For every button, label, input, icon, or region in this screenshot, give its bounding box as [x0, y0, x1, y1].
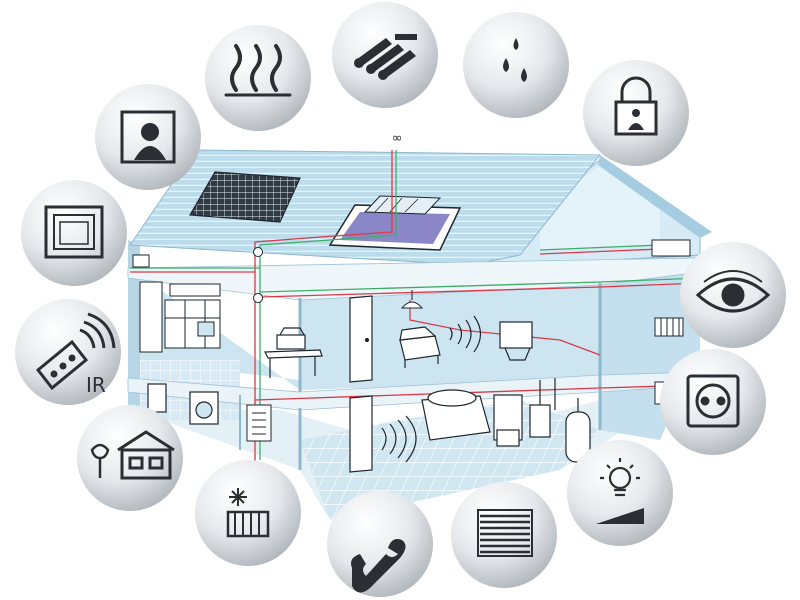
- attic-inner-wall: [540, 165, 660, 250]
- junction-box: [253, 293, 263, 303]
- shutters-bubble[interactable]: [21, 180, 127, 286]
- water-drops-icon: [503, 38, 527, 82]
- roof-window-glass: [340, 212, 450, 244]
- phone-bubble[interactable]: [327, 491, 433, 597]
- wall-keypad: [246, 404, 272, 442]
- surveillance-bubble[interactable]: [680, 242, 786, 348]
- solar-bubble[interactable]: [332, 2, 438, 108]
- telephone-icon: [351, 539, 406, 593]
- kitchen: [139, 281, 221, 353]
- ir-label: IR: [86, 373, 106, 397]
- boiler: [421, 378, 556, 447]
- ground-floor-tiles: [300, 400, 600, 520]
- window-frame-icon: [44, 205, 104, 259]
- solar-panel: [189, 171, 301, 223]
- access-bubble[interactable]: [583, 60, 689, 166]
- heating-bubble[interactable]: [205, 25, 311, 131]
- wall-switch: [132, 254, 150, 268]
- armchair: [399, 326, 441, 368]
- radiator-snowflake-icon: [226, 488, 270, 538]
- roof-collector: [363, 195, 442, 215]
- ir-remote-icon: [35, 312, 116, 391]
- roof-marker: ∞: [392, 131, 403, 146]
- signal-waves: [449, 315, 482, 353]
- person-frame-icon: [120, 110, 176, 164]
- television: [499, 321, 533, 361]
- heat-waves-icon: [224, 44, 292, 97]
- door-lower: [349, 395, 417, 473]
- remote-bubble[interactable]: IR: [15, 299, 121, 405]
- radiator-bubble[interactable]: [195, 460, 301, 566]
- roof-ridge-edge: [598, 155, 712, 238]
- left-facade: [128, 240, 140, 412]
- blinds-bubble[interactable]: [451, 482, 557, 588]
- wiring: [130, 150, 701, 462]
- house-icon: [90, 430, 175, 480]
- lock-person-icon: [614, 76, 658, 136]
- solar-pipes-icon: [354, 34, 417, 80]
- ceiling-lamp: [400, 290, 424, 309]
- desk-with-device: [264, 327, 323, 378]
- house-cutaway: ∞: [127, 131, 712, 520]
- water-bubble[interactable]: [463, 12, 569, 118]
- laundry: [147, 383, 219, 425]
- lightbulb-dimmer-icon: [596, 458, 644, 524]
- home-bubble[interactable]: [77, 405, 183, 511]
- radiator-room: [654, 317, 684, 337]
- eye-icon: [695, 270, 771, 313]
- intercom-bubble[interactable]: [95, 84, 201, 190]
- junction-box: [253, 247, 263, 257]
- blinds-icon: [477, 509, 533, 557]
- attic-ac-unit: [651, 239, 691, 257]
- door-upper: [349, 295, 373, 383]
- socket-bubble[interactable]: [660, 349, 766, 455]
- power-socket-icon: [686, 374, 740, 428]
- lighting-bubble[interactable]: [567, 440, 673, 546]
